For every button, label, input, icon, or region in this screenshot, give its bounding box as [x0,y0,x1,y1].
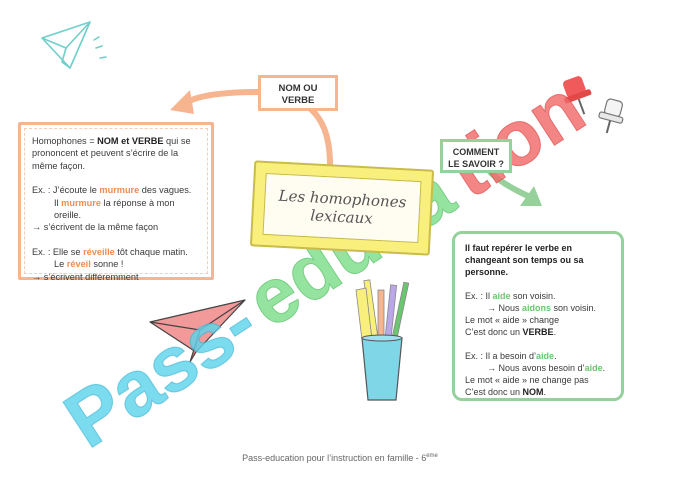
method-example-1b: → Nous aidons son voisin. [487,303,597,313]
footer-text: Pass-education pour l’instruction en fam… [242,453,427,463]
method-example-1: Ex. : Il aide son voisin. [465,291,556,301]
pushpin-icon [562,76,624,134]
method-example-2: Ex. : Il a besoin d’aide. [465,351,557,361]
example-2b: Le réveil sonne ! [54,259,124,270]
example-1b: Il murmure la réponse à mon oreille. [54,197,175,221]
example-2-conclusion: → s’écrivent différemment [32,271,139,282]
method-example-2-line3: Le mot « aide » ne change pas [465,375,589,385]
title-frame: Les homophones lexicaux [249,160,435,256]
label-line: NOM OU [278,83,318,94]
example-2: Ex. : Elle se réveille tôt chaque matin. [32,246,188,257]
comment-le-savoir-label: COMMENT LE SAVOIR ? [440,139,512,173]
pencil-cup-icon [355,279,410,401]
footer: Pass-education pour l’instruction en fam… [0,453,680,463]
title-inner: Les homophones lexicaux [262,172,422,244]
example-1: Ex. : J’écoute le murmure des vagues. [32,185,192,196]
label-line: VERBE [281,95,315,106]
method-example-1-line3: Le mot « aide » change [465,315,560,325]
label-line: LE SAVOIR ? [448,158,504,169]
paper-plane-icon [41,21,107,69]
footer-sup: ème [426,453,438,459]
nom-ou-verbe-label: NOM OU VERBE [258,75,338,111]
orange-arrow-head [170,90,194,114]
method-example-1-line4: C’est donc un VERBE. [465,327,557,337]
definition-box: Homophones = NOM et VERBE qui se prononc… [18,122,214,282]
example-1-conclusion: → s’écrivent de la même façon [32,222,159,233]
red-paper-plane-icon [149,299,246,363]
method-intro: Il faut repérer le verbe en changeant so… [465,243,584,277]
title-line-2: lexicaux [309,206,374,228]
method-example-2b: → Nous avons besoin d’aide. [487,363,606,373]
method-box: Il faut repérer le verbe en changeant so… [452,231,624,401]
label-line: COMMENT [452,147,500,157]
svg-text:Pass-: Pass- [49,277,271,464]
method-example-2-line4: C’est donc un NOM. [465,387,547,397]
green-arrow [487,169,531,199]
green-arrow-head [520,186,542,206]
definition-text: Homophones = NOM et VERBE qui se prononc… [32,136,191,171]
